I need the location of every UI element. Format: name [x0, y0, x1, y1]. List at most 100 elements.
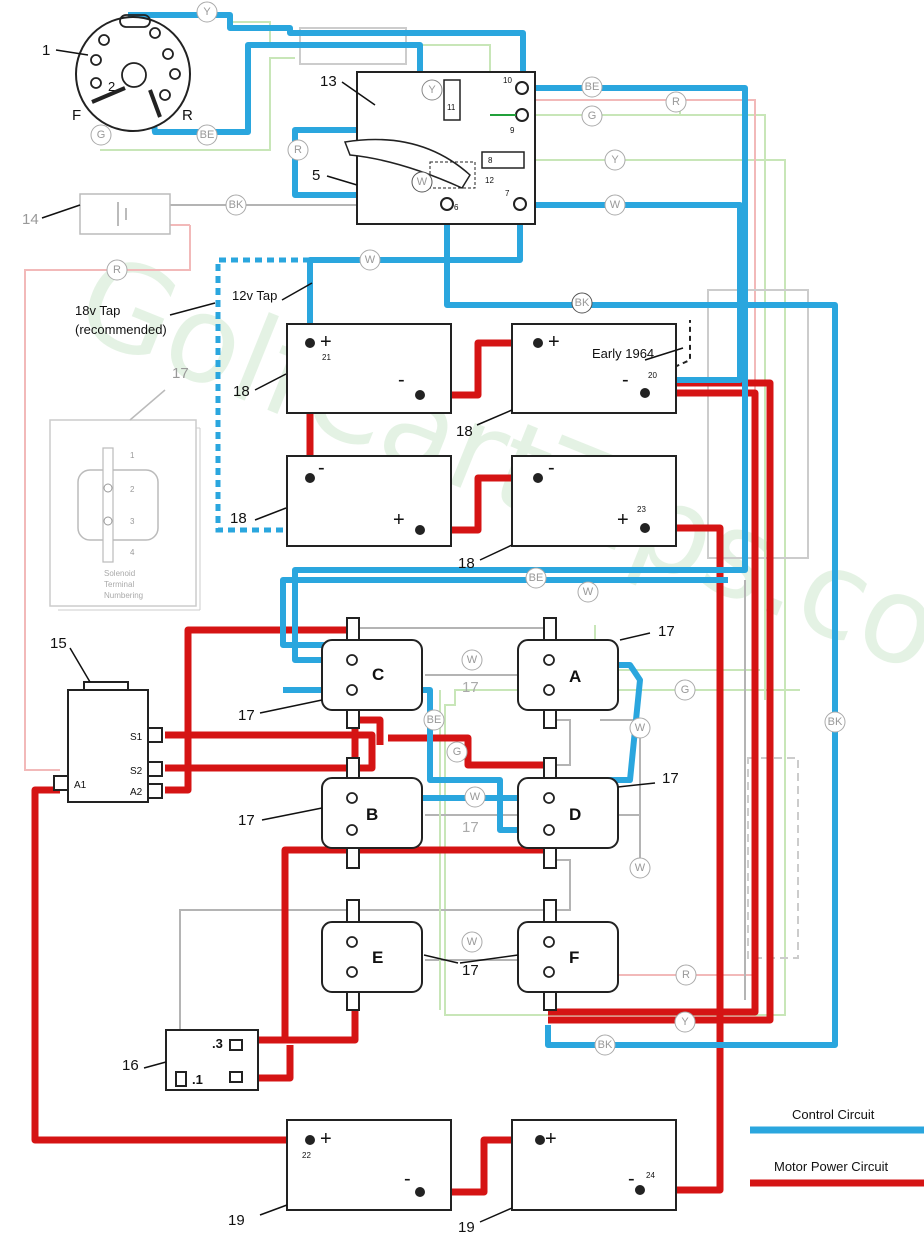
svg-text:Numbering: Numbering — [104, 591, 143, 600]
svg-text:R: R — [113, 264, 121, 276]
svg-text:BK: BK — [575, 297, 590, 309]
svg-text:-: - — [404, 1168, 411, 1190]
callout-17: 17 — [462, 962, 479, 979]
wire-tag-w: W — [629, 717, 651, 739]
wire-tag-be: BE — [581, 76, 603, 98]
wire-tag-be: BE — [525, 567, 547, 589]
callout-15: 15 — [50, 635, 67, 652]
wire-tag-y: Y — [674, 1011, 696, 1033]
svg-text:9: 9 — [510, 126, 515, 135]
svg-text:G: G — [588, 110, 597, 122]
svg-text:BE: BE — [427, 714, 442, 726]
callout-17-inset: 17 — [172, 365, 189, 382]
callout-16: 16 — [122, 1057, 139, 1074]
svg-text:Y: Y — [428, 84, 436, 96]
svg-text:R: R — [294, 144, 302, 156]
svg-text:BE: BE — [585, 81, 600, 93]
callout-17: 17 — [238, 812, 255, 829]
numbering-inset — [49, 389, 201, 611]
svg-text:W: W — [635, 722, 646, 734]
wire-tag-r: R — [106, 259, 128, 281]
solenoid-a: A — [569, 667, 581, 686]
svg-text:6: 6 — [454, 203, 459, 212]
svg-text:-: - — [398, 369, 405, 391]
callout-17: 17 — [238, 707, 255, 724]
solenoid-c: C — [372, 665, 384, 684]
svg-text:-: - — [622, 369, 629, 391]
svg-text:.3: .3 — [212, 1036, 223, 1051]
svg-text:21: 21 — [322, 353, 331, 362]
svg-text:Y: Y — [203, 6, 211, 18]
early-1964: Early 1964 — [592, 346, 654, 361]
svg-text:+: + — [548, 331, 560, 353]
svg-text:W: W — [467, 936, 478, 948]
svg-text:Y: Y — [681, 1016, 689, 1028]
legend-motor: Motor Power Circuit — [774, 1159, 889, 1174]
wire-tag-g: G — [90, 124, 112, 146]
wire-tag-w: W — [359, 249, 381, 271]
svg-text:20: 20 — [648, 371, 657, 380]
svg-text:Terminal: Terminal — [104, 580, 134, 589]
callout-1: 1 — [42, 42, 50, 59]
svg-text:2: 2 — [130, 485, 135, 494]
wire-tag-bk: BK — [571, 292, 593, 314]
wire-tag-w: W — [604, 194, 626, 216]
callout-17: 17 — [462, 819, 479, 836]
wire-tag-r: R — [675, 964, 697, 986]
legend: Control Circuit Motor Power Circuit — [750, 1107, 924, 1187]
wire-tag-w: W — [464, 786, 486, 808]
svg-text:BE: BE — [200, 129, 215, 141]
wire-tag-y: Y — [196, 1, 218, 23]
svg-text:S1: S1 — [130, 732, 143, 743]
solenoid-f: F — [569, 948, 579, 967]
svg-text:G: G — [97, 129, 106, 141]
callout-19: 19 — [228, 1212, 245, 1229]
svg-text:7: 7 — [505, 189, 510, 198]
svg-text:23: 23 — [637, 505, 646, 514]
wire-tag-g: G — [674, 679, 696, 701]
wire-tag-w: W — [461, 649, 483, 671]
tap-18v-note: (recommended) — [75, 322, 167, 337]
svg-text:24: 24 — [646, 1171, 655, 1180]
wire-tags: Y BE G R Y W BE R G Y W BK R W BK BE W W… — [90, 1, 846, 1056]
callout-arrows — [41, 49, 684, 1223]
svg-text:W: W — [467, 654, 478, 666]
callout-f: F — [72, 107, 81, 124]
resistor — [165, 1029, 259, 1091]
svg-text:4: 4 — [130, 548, 135, 557]
wire-tag-be: BE — [423, 709, 445, 731]
svg-text:8: 8 — [488, 156, 493, 165]
svg-text:11: 11 — [447, 103, 456, 112]
svg-text:-: - — [548, 457, 555, 479]
svg-text:BK: BK — [828, 716, 843, 728]
svg-text:R: R — [672, 96, 680, 108]
svg-text:3: 3 — [130, 517, 135, 526]
callout-r: R — [182, 107, 193, 124]
tap-12v: 12v Tap — [232, 288, 277, 303]
svg-text:A2: A2 — [130, 787, 143, 798]
svg-text:+: + — [393, 509, 405, 531]
svg-text:Y: Y — [611, 154, 619, 166]
wire-tag-bk: BK — [225, 194, 247, 216]
key-switch — [79, 193, 171, 235]
svg-text:10: 10 — [503, 76, 512, 85]
callout-13: 13 — [320, 73, 337, 90]
labels: 1 2 F R 13 5 14 17 18v Tap (recommended)… — [22, 42, 679, 1236]
svg-text:1: 1 — [130, 451, 135, 460]
svg-text:.1: .1 — [192, 1072, 203, 1087]
svg-text:-: - — [628, 1168, 635, 1190]
callout-2: 2 — [108, 79, 115, 94]
solenoid-e: E — [372, 948, 383, 967]
svg-text:G: G — [453, 746, 462, 758]
callout-17: 17 — [462, 679, 479, 696]
svg-text:A1: A1 — [74, 780, 87, 791]
svg-text:+: + — [320, 331, 332, 353]
svg-text:+: + — [545, 1128, 557, 1150]
callout-17: 17 — [662, 770, 679, 787]
callout-14: 14 — [22, 211, 39, 228]
svg-text:+: + — [617, 509, 629, 531]
svg-text:W: W — [417, 176, 428, 188]
svg-text:BK: BK — [229, 199, 244, 211]
svg-text:W: W — [583, 586, 594, 598]
